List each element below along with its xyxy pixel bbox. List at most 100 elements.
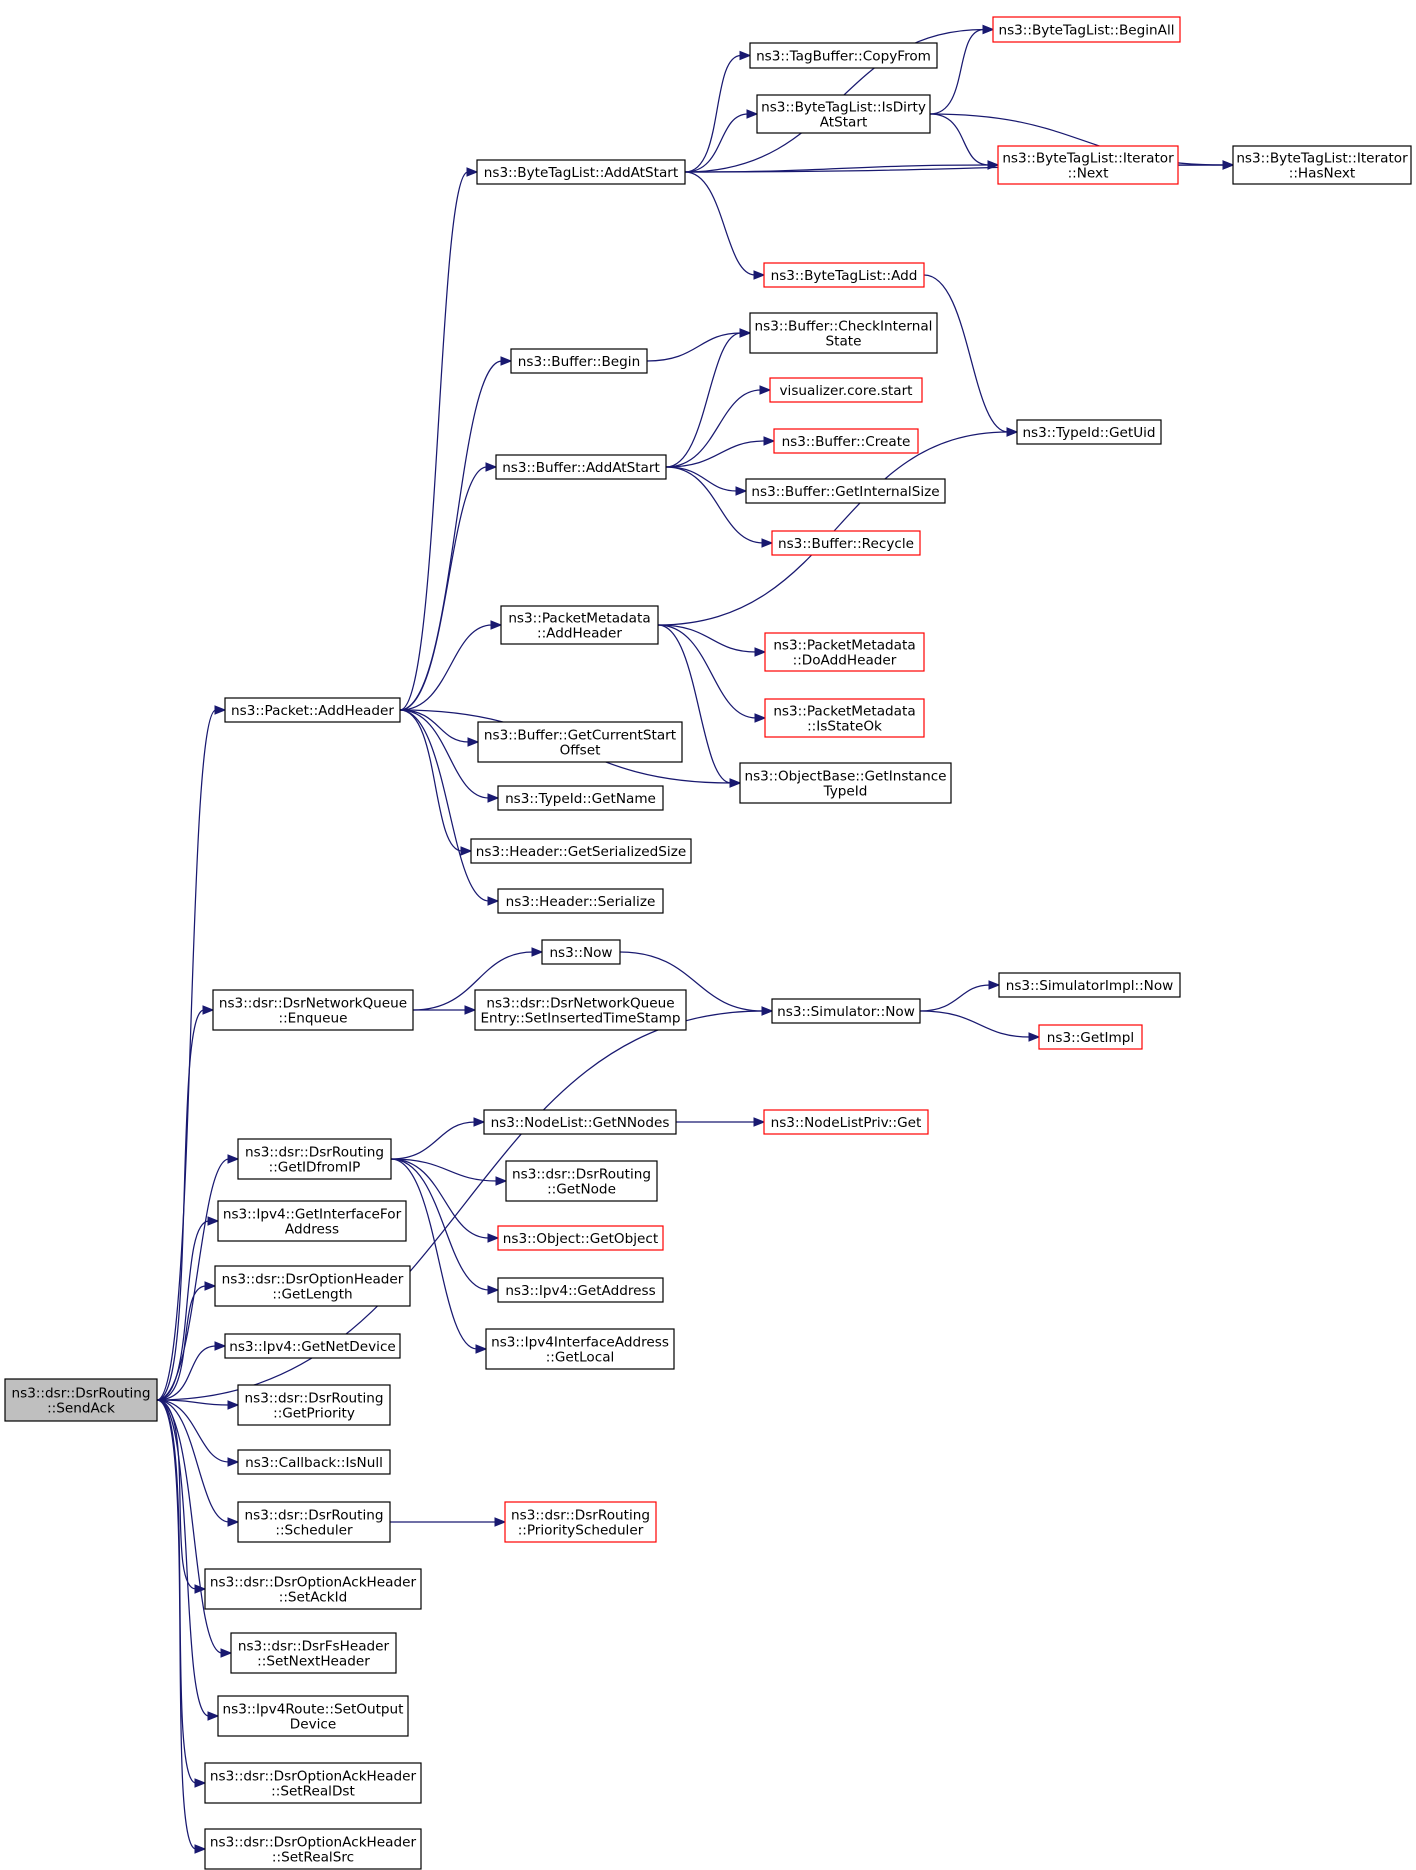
call-edge — [684, 54, 742, 173]
function-node-internalsize[interactable]: ns3::Buffer::GetInternalSize — [745, 478, 946, 504]
call-edge-arrowhead — [487, 1285, 500, 1295]
function-node-getlength[interactable]: ns3::dsr::DsrOptionHeader::GetLength — [214, 1265, 411, 1307]
call-edge-arrowhead — [207, 1711, 220, 1721]
function-node-recycle[interactable]: ns3::Buffer::Recycle — [771, 530, 921, 556]
function-node-setinserted[interactable]: ns3::dsr::DsrNetworkQueueEntry::SetInser… — [474, 989, 687, 1031]
node-box — [510, 348, 648, 374]
function-node-setrealdst[interactable]: ns3::dsr::DsrOptionAckHeader::SetRealDst — [204, 1762, 422, 1804]
function-node-it-next[interactable]: ns3::ByteTagList::Iterator::Next — [997, 145, 1179, 185]
node-label: ns3::dsr::DsrOptionAckHeader — [210, 1575, 417, 1591]
function-node-sersize[interactable]: ns3::Header::GetSerializedSize — [470, 838, 692, 864]
function-node-buf-create[interactable]: ns3::Buffer::Create — [773, 428, 919, 454]
node-label: State — [826, 334, 862, 350]
node-label: ::GetIDfromIP — [269, 1160, 361, 1176]
call-edge-arrowhead — [204, 1281, 217, 1291]
function-node-enqueue[interactable]: ns3::dsr::DsrNetworkQueue::Enqueue — [212, 989, 414, 1031]
call-edge — [665, 440, 766, 468]
function-node-bl-add[interactable]: ns3::ByteTagList::Add — [763, 262, 925, 288]
function-node-getnnodes[interactable]: ns3::NodeList::GetNNodes — [483, 1109, 677, 1135]
call-edge-arrowhead — [487, 793, 500, 803]
node-box — [4, 1378, 158, 1422]
call-edge-arrowhead — [763, 436, 776, 446]
call-edge-arrowhead — [194, 1778, 207, 1788]
node-label: ns3::ByteTagList::Iterator — [1002, 151, 1174, 167]
function-node-buf-addatstart[interactable]: ns3::Buffer::AddAtStart — [495, 454, 667, 480]
function-node-vis-start[interactable]: visualizer.core.start — [769, 377, 923, 403]
function-node-pm-addheader[interactable]: ns3::PacketMetadata::AddHeader — [500, 605, 659, 645]
node-label: ns3::Ipv4::GetInterfaceFor — [223, 1207, 402, 1223]
node-box — [541, 939, 621, 965]
node-box — [204, 1828, 422, 1870]
call-edge-arrowhead — [753, 270, 766, 280]
function-node-getuid[interactable]: ns3::TypeId::GetUid — [1016, 419, 1162, 445]
node-label: ns3::ByteTagList::BeginAll — [998, 23, 1174, 39]
node-label: ::SetNextHeader — [257, 1654, 370, 1670]
node-label: ns3::Header::Serialize — [506, 894, 656, 910]
call-edge-arrowhead — [754, 647, 767, 657]
node-label: ns3::Buffer::AddAtStart — [502, 460, 660, 476]
call-edge-arrowhead — [487, 1233, 500, 1243]
function-node-serialize[interactable]: ns3::Header::Serialize — [497, 888, 664, 914]
function-node-beginall[interactable]: ns3::ByteTagList::BeginAll — [992, 16, 1181, 43]
node-box — [1016, 419, 1162, 445]
function-node-getpriority[interactable]: ns3::dsr::DsrRouting::GetPriority — [237, 1384, 391, 1426]
function-node-copyfrom[interactable]: ns3::TagBuffer::CopyFrom — [749, 42, 938, 69]
node-box — [771, 530, 921, 556]
function-node-getimpl[interactable]: ns3::GetImpl — [1038, 1024, 1143, 1050]
call-edge-arrowhead — [220, 1648, 233, 1658]
call-edge — [399, 709, 490, 902]
call-edge — [919, 984, 991, 1012]
call-edge — [390, 1158, 490, 1291]
function-node-doaddheader[interactable]: ns3::PacketMetadata::DoAddHeader — [764, 632, 925, 672]
function-node-priosched[interactable]: ns3::dsr::DsrRouting::PriorityScheduler — [504, 1501, 657, 1543]
function-node-sendack[interactable]: ns3::dsr::DsrRouting::SendAck — [4, 1378, 158, 1422]
function-node-isnull[interactable]: ns3::Callback::IsNull — [237, 1449, 391, 1475]
node-label: ns3::dsr::DsrOptionAckHeader — [210, 1835, 417, 1851]
node-box — [773, 428, 919, 454]
node-box — [237, 1138, 392, 1180]
call-edge-arrowhead — [194, 1844, 207, 1854]
node-label: ::SetAckId — [279, 1590, 348, 1606]
function-node-getname[interactable]: ns3::TypeId::GetName — [497, 785, 664, 811]
function-node-getnetdevice[interactable]: ns3::Ipv4::GetNetDevice — [224, 1333, 401, 1359]
call-edge — [929, 28, 985, 115]
node-box — [237, 1449, 391, 1475]
function-node-setrealsrc[interactable]: ns3::dsr::DsrOptionAckHeader::SetRealSrc — [204, 1828, 422, 1870]
function-node-addheader[interactable]: ns3::Packet::AddHeader — [224, 697, 401, 723]
function-node-isstateok[interactable]: ns3::PacketMetadata::IsStateOk — [764, 698, 925, 738]
function-node-simimpl-now[interactable]: ns3::SimulatorImpl::Now — [998, 972, 1181, 998]
node-label: Device — [290, 1717, 337, 1733]
function-node-getlocal[interactable]: ns3::Ipv4InterfaceAddress::GetLocal — [485, 1328, 675, 1370]
node-box — [495, 454, 667, 480]
function-node-bl-addatstart[interactable]: ns3::ByteTagList::AddAtStart — [476, 159, 686, 185]
node-box — [745, 478, 946, 504]
node-box — [217, 1200, 407, 1242]
function-node-sim-now[interactable]: ns3::Simulator::Now — [771, 998, 921, 1024]
function-node-scheduler[interactable]: ns3::dsr::DsrRouting::Scheduler — [237, 1501, 391, 1543]
function-node-setackid[interactable]: ns3::dsr::DsrOptionAckHeader::SetAckId — [204, 1568, 422, 1610]
function-node-nlp-get[interactable]: ns3::NodeListPriv::Get — [763, 1109, 929, 1135]
function-node-setnextheader[interactable]: ns3::dsr::DsrFsHeader::SetNextHeader — [230, 1632, 397, 1674]
call-edge-arrowhead — [466, 167, 479, 177]
node-label: ns3::PacketMetadata — [773, 704, 915, 720]
node-label: Address — [285, 1222, 339, 1238]
function-node-getidfromip[interactable]: ns3::dsr::DsrRouting::GetIDfromIP — [237, 1138, 392, 1180]
call-edge — [399, 171, 469, 711]
function-node-ipv4-getaddress[interactable]: ns3::Ipv4::GetAddress — [497, 1277, 664, 1303]
function-node-getobject[interactable]: ns3::Object::GetObject — [497, 1225, 664, 1251]
function-node-it-hasnext[interactable]: ns3::ByteTagList::Iterator::HasNext — [1232, 145, 1412, 185]
call-edge-arrowhead — [1028, 1032, 1041, 1042]
node-label: ::Enqueue — [279, 1011, 348, 1027]
node-label: ns3::Buffer::Begin — [518, 354, 640, 370]
node-box — [1038, 1024, 1143, 1050]
function-node-buf-begin[interactable]: ns3::Buffer::Begin — [510, 348, 648, 374]
function-node-now[interactable]: ns3::Now — [541, 939, 621, 965]
function-node-getnode[interactable]: ns3::dsr::DsrRouting::GetNode — [505, 1160, 658, 1202]
call-edge-arrowhead — [214, 1341, 227, 1351]
